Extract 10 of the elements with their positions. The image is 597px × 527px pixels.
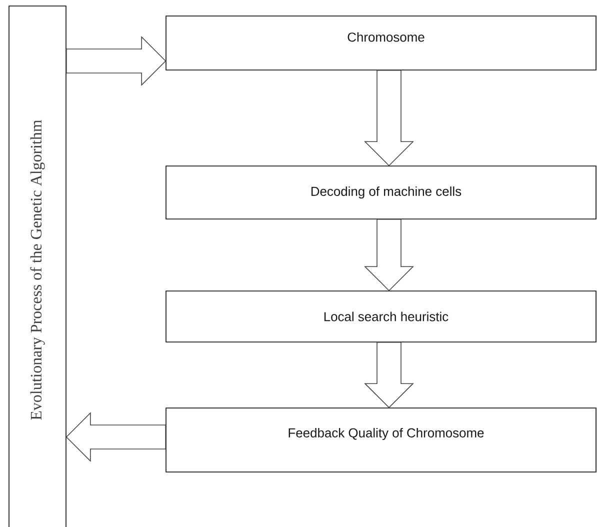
block-arrow: [66, 412, 166, 462]
side-band: Evolutionary Process of the Genetic Algorithm: [8, 6, 66, 527]
block-arrow: [66, 36, 166, 86]
process-box: Chromosome: [166, 16, 596, 70]
process-box: Decoding of machine cells: [166, 166, 596, 220]
block-arrow: [364, 219, 414, 292]
block-arrow: [364, 342, 414, 408]
block-arrow: [364, 70, 414, 166]
process-box: Feedback Quality of Chromosome: [166, 408, 596, 472]
process-box: Local search heuristic: [166, 290, 596, 342]
